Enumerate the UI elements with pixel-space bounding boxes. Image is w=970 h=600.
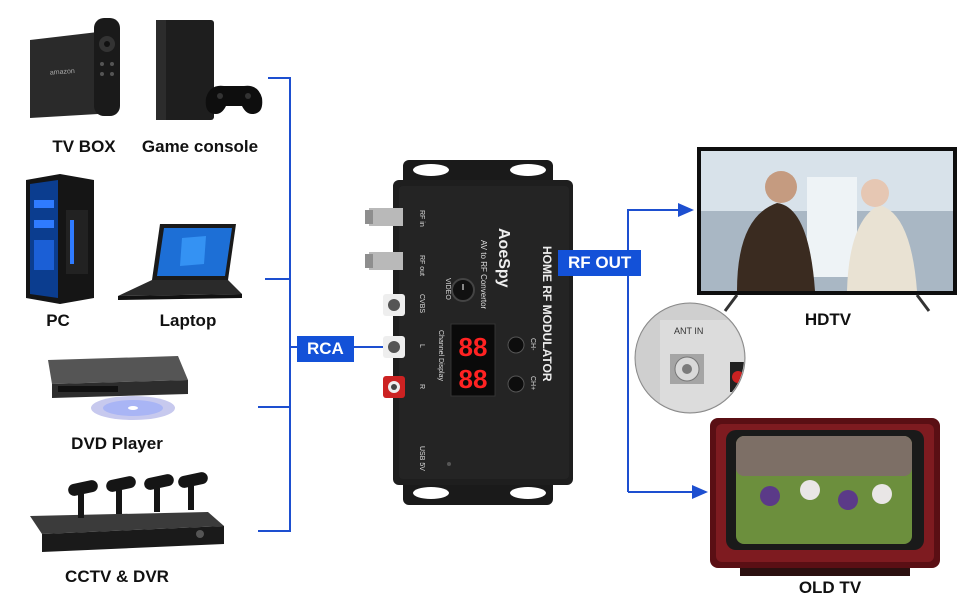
amazon-logo: amazon	[50, 68, 75, 77]
ant-in-inset: ANT IN	[634, 302, 746, 414]
label-old-tv: OLD TV	[798, 578, 862, 597]
rf-in-port	[369, 208, 403, 226]
ch-minus-button	[507, 336, 525, 354]
rf-out-port	[369, 252, 403, 270]
hdtv-icon	[697, 147, 957, 312]
label-game-console: Game console	[141, 137, 259, 156]
channel-display-label: Channel Display	[437, 330, 444, 381]
rf-modulator: 88 88 RF in RF out CVBS L R USB 5V VIDEO…	[365, 160, 573, 505]
brand-label: AoeSpy	[495, 228, 512, 288]
line-outputs	[627, 209, 682, 492]
cctv-dvr-icon	[30, 472, 224, 552]
modulator-title: HOME RF MODULATOR	[540, 246, 554, 382]
channel-display	[450, 323, 496, 397]
pc-icon	[26, 174, 94, 304]
display-digit-1: 88	[459, 332, 488, 362]
dvd-player-icon	[48, 356, 188, 420]
rf-in-label: RF in	[418, 210, 425, 227]
laptop-icon	[118, 224, 242, 300]
rf-out-tag: RF OUT	[558, 250, 642, 276]
l-label: L	[418, 344, 425, 348]
label-tv-box: TV BOX	[52, 137, 116, 156]
label-dvd-player: DVD Player	[71, 434, 163, 453]
label-cctv-dvr: CCTV & DVR	[65, 567, 169, 586]
subtitle-label: AV to RF Convertor	[479, 240, 488, 310]
tv-box-icon: amazon	[30, 18, 120, 118]
ant-in-label: ANT IN	[674, 326, 703, 336]
display-digit-2: 88	[459, 364, 488, 394]
r-label: R	[418, 384, 425, 389]
usb-label: USB 5V	[418, 446, 425, 471]
arrow-hdtv	[678, 203, 694, 217]
cvbs-label: CVBS	[418, 294, 425, 313]
label-hdtv: HDTV	[804, 310, 852, 329]
rf-out-label: RF out	[418, 255, 425, 276]
line-tvbox	[268, 77, 291, 532]
rca-tag: RCA	[297, 336, 354, 362]
label-laptop: Laptop	[159, 311, 217, 330]
ch-plus-button	[507, 375, 525, 393]
game-console-icon	[156, 20, 263, 120]
old-tv-icon	[710, 418, 940, 576]
ch-minus-label: CH-	[529, 338, 536, 351]
ch-plus-label: CH+	[529, 376, 536, 390]
video-label: VIDEO	[444, 278, 451, 300]
label-pc: PC	[46, 311, 70, 330]
arrow-oldtv	[692, 485, 708, 499]
